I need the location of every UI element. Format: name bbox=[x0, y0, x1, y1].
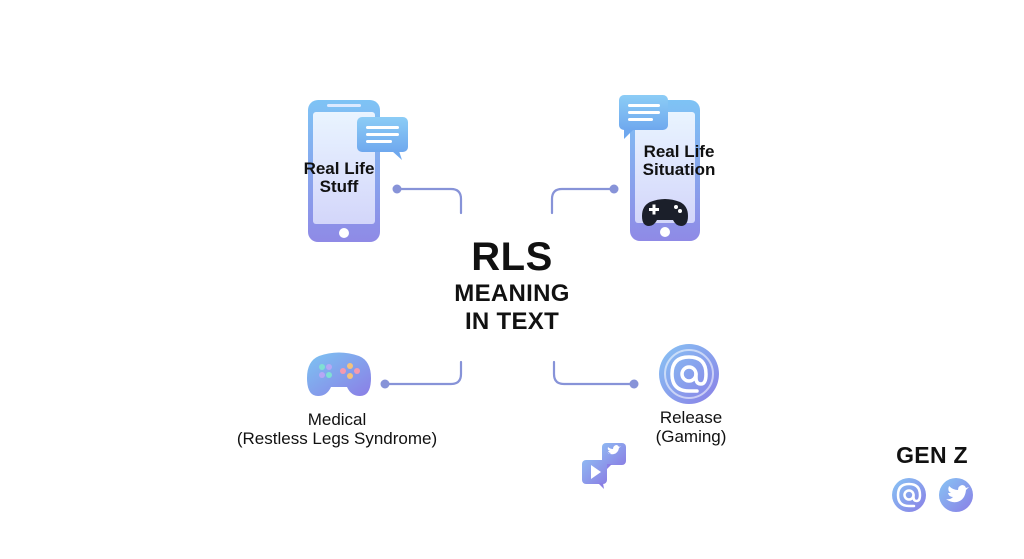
chat-bubble-icon bbox=[357, 117, 408, 160]
node-top-left-line1: Real Life bbox=[303, 159, 375, 178]
chat-bubble-icon bbox=[619, 95, 668, 139]
twitter-bird-icon[interactable] bbox=[939, 478, 973, 512]
node-bottom-right-label: Release (Gaming) bbox=[636, 408, 746, 446]
at-sign-icon[interactable] bbox=[892, 478, 926, 512]
node-top-right-line2: Situation bbox=[642, 160, 716, 179]
node-top-right-label: Real Life Situation bbox=[638, 143, 720, 179]
connector-bottom-right bbox=[552, 360, 639, 389]
center-subtitle-line1: MEANING bbox=[454, 280, 570, 307]
node-bottom-right-line1: Release bbox=[659, 408, 723, 427]
node-bottom-left-line2: (Restless Legs Syndrome) bbox=[236, 429, 438, 448]
gamepad-small-icon bbox=[642, 199, 688, 226]
center-title-block: RLS MEANING IN TEXT bbox=[412, 234, 612, 336]
node-top-right-line1: Real Life bbox=[643, 142, 715, 161]
genz-label: GEN Z bbox=[896, 442, 968, 468]
social-bubbles-icon bbox=[582, 443, 626, 489]
node-top-left-line2: Stuff bbox=[319, 177, 359, 196]
node-bottom-left-label: Medical (Restless Legs Syndrome) bbox=[217, 410, 457, 448]
node-bottom-left-line1: Medical bbox=[307, 410, 367, 429]
at-sign-icon bbox=[659, 344, 719, 404]
gamepad-icon bbox=[307, 352, 371, 396]
center-title: RLS bbox=[471, 235, 553, 279]
connector-top-right bbox=[550, 184, 619, 215]
center-subtitle-line2: IN TEXT bbox=[464, 308, 560, 335]
connector-bottom-left bbox=[380, 360, 463, 389]
node-bottom-right-line2: (Gaming) bbox=[655, 427, 727, 446]
node-top-left-label: Real Life Stuff bbox=[298, 160, 380, 196]
connector-top-left bbox=[392, 184, 463, 215]
smartphone-gamepad-icon bbox=[630, 100, 700, 241]
